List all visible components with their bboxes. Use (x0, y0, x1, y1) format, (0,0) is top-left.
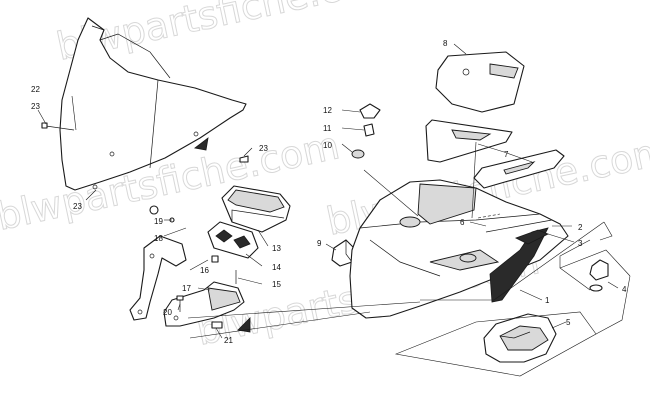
arrow-indicator (194, 137, 209, 151)
part-11 (363, 123, 375, 137)
callout-10: 10 (323, 141, 332, 150)
grommet-19 (149, 205, 159, 215)
callout-6: 6 (460, 218, 465, 227)
decal-2 (485, 219, 553, 233)
windshield-screw-hole (193, 131, 199, 137)
callout-18: 18 (154, 234, 163, 243)
lower-bracket (163, 281, 245, 327)
callout-22: 22 (31, 85, 40, 94)
callout-7: 7 (504, 150, 509, 159)
side-cover-7 (425, 119, 565, 189)
callout-9: 9 (317, 239, 322, 248)
callout-3: 3 (578, 239, 583, 248)
callout-23-right: 23 (259, 144, 268, 153)
callout-20: 20 (163, 308, 172, 317)
callout-16: 16 (200, 266, 209, 275)
callout-14: 14 (272, 263, 281, 272)
callout-5: 5 (566, 318, 571, 327)
callout-labels: 1 2 3 4 5 6 7 8 9 10 11 12 13 14 15 16 1… (31, 39, 627, 345)
fastener-16 (211, 255, 219, 263)
arrow-indicator (237, 317, 251, 333)
gauge-cluster (221, 185, 291, 233)
callout-23-left: 23 (31, 102, 40, 111)
callout-21: 21 (224, 336, 233, 345)
callout-4: 4 (622, 285, 627, 294)
callout-11: 11 (323, 124, 332, 133)
screws-23 (41, 122, 249, 163)
latch-4 (589, 259, 609, 292)
callout-1: 1 (545, 296, 550, 305)
callout-23-bottom: 23 (73, 202, 82, 211)
callout-12: 12 (323, 106, 332, 115)
panel-5 (483, 313, 557, 363)
upper-cover (435, 51, 525, 113)
callout-19: 19 (154, 217, 163, 226)
windshield-screw-hole (92, 184, 98, 190)
callout-8: 8 (443, 39, 448, 48)
leader-lines (37, 43, 631, 377)
callout-15: 15 (272, 280, 281, 289)
hood-body (349, 179, 569, 319)
mount-bracket (129, 235, 187, 321)
part-12 (359, 103, 381, 119)
windshield (59, 17, 247, 191)
windshield-screw-hole (109, 151, 115, 157)
part-10 (351, 149, 365, 159)
gauge-bracket (207, 221, 259, 259)
callout-2: 2 (578, 223, 583, 232)
callout-17: 17 (182, 284, 191, 293)
washer-21 (211, 321, 223, 329)
callout-13: 13 (272, 244, 281, 253)
